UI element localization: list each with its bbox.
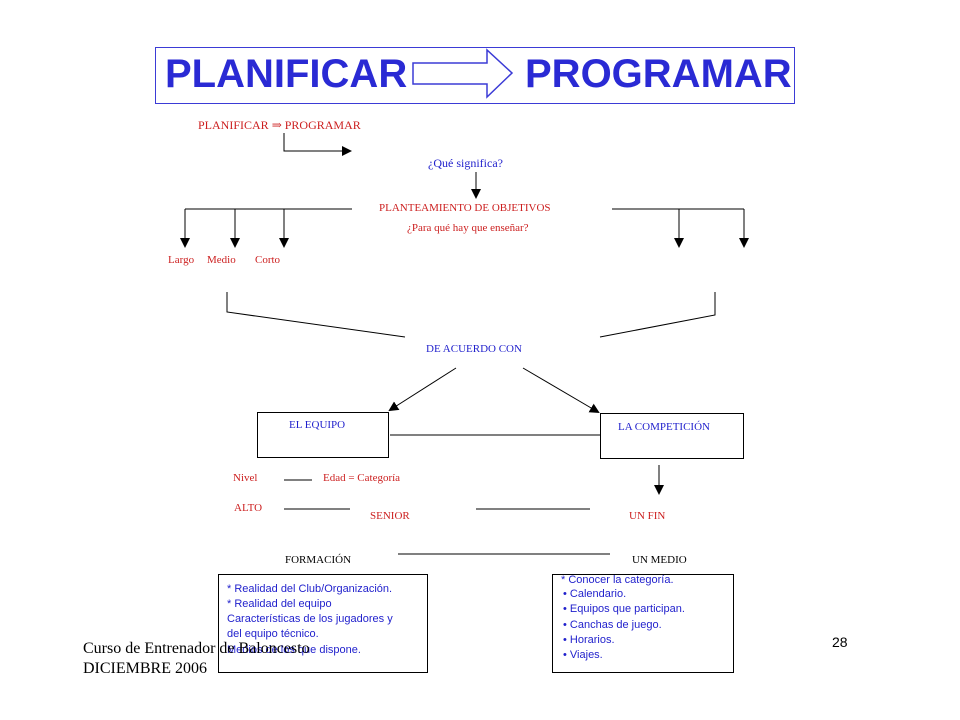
footer-date: DICIEMBRE 2006 — [83, 660, 207, 677]
question-meaning: ¿Qué significa? — [428, 156, 503, 170]
subtitle-right: PROGRAMAR — [284, 118, 361, 132]
right-converge-line — [599, 292, 716, 338]
objectives-heading: PLANTEAMIENTO DE OBJETIVOS — [379, 202, 551, 214]
formation-label: FORMACIÓN — [285, 554, 352, 566]
term-corto: Corto — [255, 254, 281, 266]
competition-box-label: LA COMPETICIÓN — [618, 421, 710, 433]
right-list-item: • Viajes. — [563, 649, 603, 661]
left-list-item: Características de los jugadores y — [227, 613, 393, 625]
team-box-label: EL EQUIPO — [289, 419, 346, 431]
arrow-to-team — [388, 367, 457, 412]
senior-label: SENIOR — [370, 510, 410, 522]
footer-course: Curso de Entrenador de Baloncesto — [83, 640, 310, 657]
page-number: 28 — [832, 634, 848, 650]
objectives-question: ¿Para qué hay que enseñar? — [407, 222, 529, 234]
competition-box: LA COMPETICIÓN — [600, 413, 744, 459]
title-box — [155, 47, 795, 104]
right-list-item: • Canchas de juego. — [563, 619, 662, 631]
subtitle-connector — [283, 133, 352, 156]
high-label: ALTO — [234, 502, 263, 514]
bullet-icon: • — [563, 588, 567, 600]
bullet-icon: • — [563, 603, 567, 615]
left-list-item: * Realidad del Club/Organización. — [227, 583, 393, 595]
left-list-item: * Realidad del equipo — [227, 598, 332, 610]
level-label: Nivel — [233, 472, 258, 484]
right-list-item: • Equipos que participan. — [563, 603, 685, 615]
subtitle-arrow-icon: ⇒ — [271, 118, 282, 132]
arrow-to-competition — [522, 367, 600, 414]
team-box: EL EQUIPO — [257, 412, 389, 458]
subtitle-left: PLANIFICAR — [198, 118, 269, 132]
right-list-item: • Horarios. — [563, 634, 615, 646]
subtitle: PLANIFICAR ⇒ PROGRAMAR — [198, 118, 361, 133]
left-converge-line — [226, 292, 406, 338]
bullet-icon: • — [563, 619, 567, 631]
age-category-label: Edad = Categoría — [323, 472, 401, 484]
term-largo: Largo — [168, 254, 195, 266]
left-list-item: del equipo técnico. — [227, 628, 319, 640]
end-label: UN FIN — [629, 510, 666, 522]
bullet-icon: • — [563, 634, 567, 646]
competition-knowledge-box: * Conocer la categoría. • Calendario. • … — [552, 574, 734, 673]
right-list-item: • Calendario. — [563, 588, 627, 600]
right-list-first: * Conocer la categoría. — [561, 574, 674, 586]
term-medio: Medio — [207, 254, 236, 266]
title-arrow-shape — [412, 48, 514, 99]
means-label: UN MEDIO — [632, 554, 687, 566]
bullet-icon: • — [563, 649, 567, 661]
team-reality-box: * Realidad del Club/Organización. * Real… — [218, 574, 428, 673]
title-right: PROGRAMAR — [525, 52, 792, 96]
title-left: PLANIFICAR — [165, 52, 408, 96]
according-to: DE ACUERDO CON — [426, 343, 522, 355]
left-list-item: Medios de los que dispone. — [227, 644, 361, 656]
